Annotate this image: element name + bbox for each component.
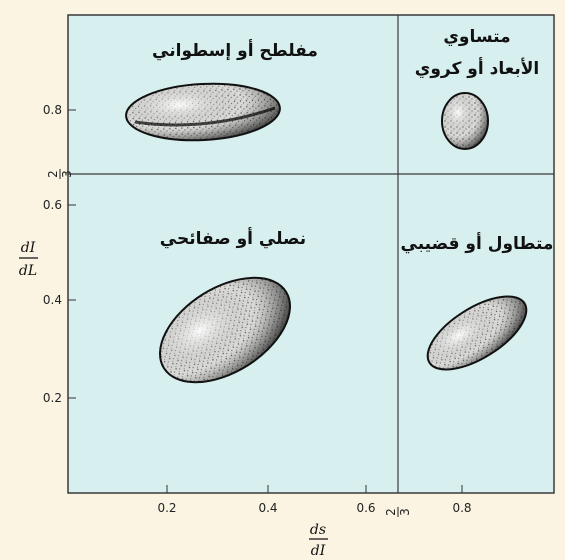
x-axis-label: ds dI <box>309 522 328 559</box>
x-tick-label: 0.2 <box>157 501 176 515</box>
y-axis-label-denominator: dL <box>19 263 37 279</box>
plot-area <box>68 15 554 493</box>
equant-particle-shape <box>442 93 488 149</box>
x-threshold-denominator: 3 <box>398 508 412 516</box>
y-tick-label: 0.6 <box>43 198 62 212</box>
region-label-elongated: متطاول أو قضيبي <box>401 232 554 254</box>
y-tick-label: 0.4 <box>43 293 62 307</box>
region-label-equant-line2: الأبعاد أو كروي <box>415 57 539 79</box>
x-threshold-fraction: 2 3 <box>384 507 412 517</box>
y-threshold-fraction: 2 3 <box>46 169 74 179</box>
y-axis-label-numerator: dI <box>21 240 36 256</box>
x-axis-label-denominator: dI <box>311 543 326 559</box>
region-label-flat: مفلطح أو إسطواني <box>152 39 318 61</box>
region-label-equant-line1: متساوي <box>443 27 510 47</box>
x-tick-label: 0.6 <box>356 501 375 515</box>
y-tick-label: 0.8 <box>43 103 62 117</box>
x-threshold-numerator: 2 <box>384 508 398 516</box>
y-tick-label: 0.2 <box>43 391 62 405</box>
x-axis-label-numerator: ds <box>310 522 326 538</box>
y-threshold-numerator: 2 <box>46 170 60 178</box>
y-axis-label: dI dL <box>19 240 38 279</box>
x-tick-label: 0.4 <box>258 501 277 515</box>
region-label-bladed: نصلي أو صفائحي <box>160 227 306 249</box>
x-tick-label: 0.8 <box>452 501 471 515</box>
y-threshold-denominator: 3 <box>60 170 74 178</box>
